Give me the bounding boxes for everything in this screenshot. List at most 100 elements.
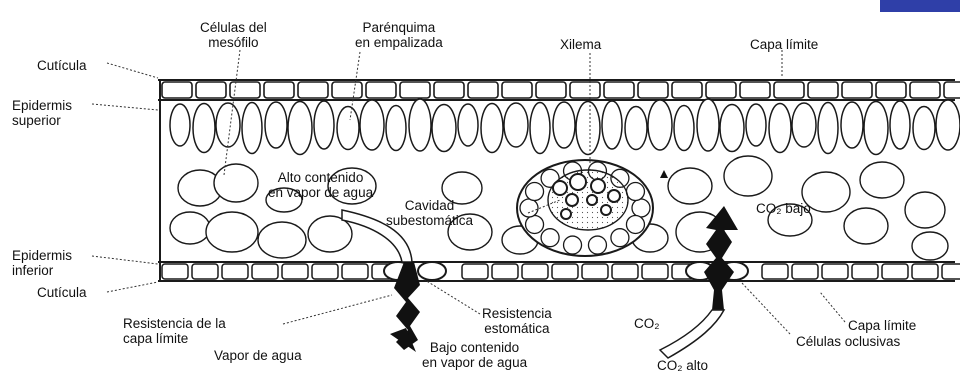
palisade-cell (337, 107, 359, 150)
palisade-cell (890, 101, 910, 149)
upper-epidermis-cell (366, 82, 396, 98)
upper-epidermis-cell (196, 82, 226, 98)
xylem-vessel (553, 181, 567, 195)
palisade-cell (864, 102, 888, 155)
palisade-cell (193, 104, 215, 153)
lower-epidermis-cell (222, 264, 248, 279)
lower-epidermis-cell (492, 264, 518, 279)
lower-epidermis-cell (882, 264, 908, 279)
lower-epidermis-cell (822, 264, 848, 279)
palisade-cell (697, 99, 719, 151)
upper-epidermis-cell (774, 82, 804, 98)
lower-epidermis-cell (852, 264, 878, 279)
palisade-cell (746, 104, 766, 146)
label-boundary-layer-top: Capa límite (750, 37, 818, 52)
label-boundary-resistance: Resistencia de la capa límite (123, 316, 226, 346)
palisade-cell (841, 102, 863, 148)
co2-band (660, 310, 724, 358)
bundle-sheath-cell (526, 215, 544, 233)
xylem-vessel (591, 179, 605, 193)
palisade-cell (674, 106, 694, 151)
bundle-sheath-cell (611, 229, 629, 247)
palisade-cell (576, 102, 600, 155)
palisade-cell (625, 107, 647, 150)
label-palisade: Parénquima en empalizada (355, 20, 443, 50)
lower-epidermis (162, 264, 960, 279)
label-co2-high: CO₂ alto (657, 358, 708, 373)
palisade-cell (913, 107, 935, 150)
lower-epidermis-cell (342, 264, 368, 279)
palisade-cell (458, 104, 478, 146)
xylem-vessel (601, 205, 611, 215)
xylem-vessel (566, 194, 578, 206)
upper-epidermis-cell (298, 82, 328, 98)
label-substomatal-cavity: Cavidad subestomática (386, 198, 473, 228)
palisade-cell (432, 105, 456, 152)
lower-epidermis-cell (762, 264, 788, 279)
lower-epidermis-cell (252, 264, 278, 279)
label-stomatal-resistance: Resistencia estomática (482, 306, 552, 336)
lower-epidermis-cell (312, 264, 338, 279)
upper-epidermis-cell (434, 82, 464, 98)
upper-epidermis-cell (808, 82, 838, 98)
label-high-vapor: Alto contenido en vapor de agua (268, 170, 373, 200)
mesophyll-cell (844, 208, 888, 244)
lower-epidermis-cell (462, 264, 488, 279)
palisade-cell (360, 100, 384, 150)
mesophyll-cell (206, 212, 258, 252)
palisade-cell (602, 101, 622, 149)
upper-epidermis-cell (638, 82, 668, 98)
palisade-cell (288, 102, 312, 155)
palisade-cell (504, 103, 528, 147)
palisade-cell (314, 101, 334, 149)
label-cuticle-top: Cutícula (37, 58, 87, 73)
mesophyll-cell (912, 232, 948, 260)
lower-epidermis-cell (552, 264, 578, 279)
cavity-arrow (660, 170, 668, 178)
mesophyll-cell (214, 164, 258, 202)
mesophyll-cell (170, 212, 210, 244)
upper-epidermis-cell (332, 82, 362, 98)
lower-epidermis-cell (642, 264, 668, 279)
palisade-cell (242, 103, 262, 154)
bundle-sheath-cell (626, 183, 644, 201)
palisade-cell (720, 105, 744, 152)
vascular-bundle (517, 160, 653, 256)
label-lower-epidermis: Epidermis inferior (12, 248, 72, 278)
upper-epidermis-cell (536, 82, 566, 98)
upper-epidermis-cell (944, 82, 960, 98)
palisade-cell (265, 102, 287, 148)
upper-epidermis-cell (400, 82, 430, 98)
label-boundary-layer-bottom: Capa límite (848, 318, 916, 333)
upper-epidermis-cell (468, 82, 498, 98)
bundle-sheath-cell (526, 183, 544, 201)
upper-cuticle (158, 80, 955, 100)
palisade-cell (170, 104, 190, 146)
upper-epidermis-cell (876, 82, 906, 98)
lower-epidermis-cell (282, 264, 308, 279)
bundle-sheath-cell (588, 236, 606, 254)
label-mesophyll-cells: Células del mesófilo (200, 20, 267, 50)
lower-epidermis-cell (912, 264, 938, 279)
mesophyll-cell (905, 192, 945, 228)
xylem-vessel (587, 195, 597, 205)
upper-epidermis (162, 82, 960, 98)
palisade-cell (553, 102, 575, 148)
label-cuticle-bottom: Cutícula (37, 285, 87, 300)
label-co2-low: CO₂ bajo (756, 201, 811, 216)
upper-epidermis-cell (706, 82, 736, 98)
mesophyll-cell (668, 168, 712, 204)
palisade-cell (481, 104, 503, 153)
xylem-vessel (608, 190, 620, 202)
mesophyll-cell (258, 222, 306, 258)
lower-epidermis-cell (522, 264, 548, 279)
label-low-vapor: Bajo contenido en vapor de agua (422, 340, 527, 370)
palisade-cells (170, 99, 960, 155)
lower-epidermis-cell (612, 264, 638, 279)
bundle-sheath-cell (520, 199, 538, 217)
label-guard-cells: Células oclusivas (796, 334, 900, 349)
palisade-cell (936, 100, 960, 150)
palisade-cell (818, 103, 838, 154)
mesophyll-cell (724, 156, 772, 196)
